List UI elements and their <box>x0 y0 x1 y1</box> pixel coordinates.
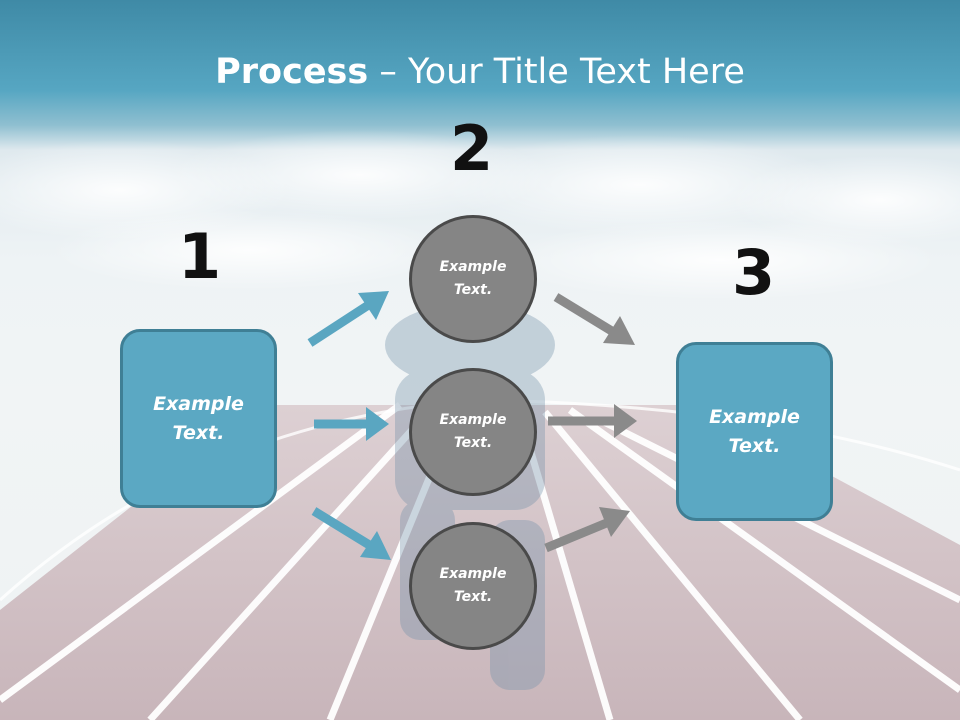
right-box-line1: Example <box>709 405 800 428</box>
circle-middle-line2: Text. <box>453 435 493 451</box>
arrow-left-up <box>307 291 389 347</box>
arrow-left-down <box>311 507 391 560</box>
step-number-3: 3 <box>732 236 776 309</box>
left-box-line1: Example <box>153 392 244 415</box>
arrow-right-down <box>553 293 635 345</box>
step-number-1: 1 <box>178 220 222 293</box>
step-number-2: 2 <box>450 112 494 185</box>
arrow-right-middle <box>548 404 637 438</box>
title-rest: – Your Title Text Here <box>368 52 745 92</box>
slide-title: Process – Your Title Text Here <box>0 52 960 92</box>
arrow-right-up <box>544 507 630 553</box>
circle-middle-line1: Example <box>439 412 507 428</box>
circle-bottom-line2: Text. <box>453 589 493 605</box>
left-box-line2: Text. <box>172 421 225 444</box>
title-bold: Process <box>215 52 369 92</box>
circle-top-line2: Text. <box>453 282 493 298</box>
circle-bottom-line1: Example <box>439 566 507 582</box>
arrow-left-middle <box>314 407 389 441</box>
right-box-line2: Text. <box>728 434 781 457</box>
circle-top-line1: Example <box>439 259 507 275</box>
